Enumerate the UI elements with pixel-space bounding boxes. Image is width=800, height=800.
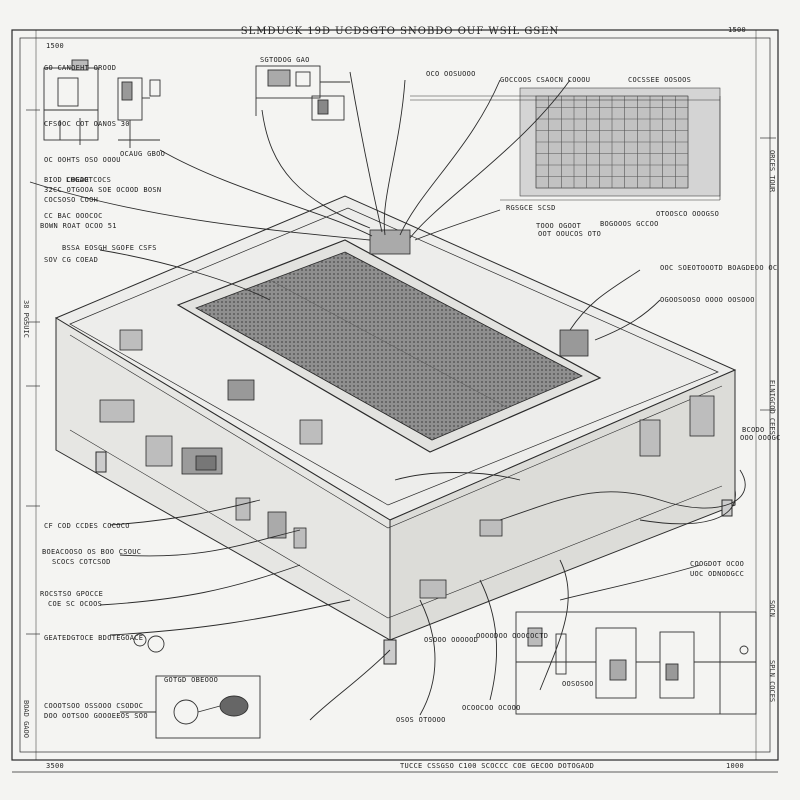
device-box-bottom-left <box>120 633 261 739</box>
label-right-3: COOGDOT OCOO <box>690 560 745 568</box>
label-right-5: UOC ODNODGCC <box>690 570 745 578</box>
label-top-6: BOGOOOS GCCOO <box>600 220 659 228</box>
label-left-8: CC BAC OOOCOC <box>44 212 103 220</box>
connector-block-top <box>255 65 350 121</box>
label-right-6: OTOOSCO OOOGSO <box>656 210 720 218</box>
label-left-7: COCSOSO COOH <box>44 196 99 204</box>
label-left-11: SOV CG COEAD <box>44 256 99 264</box>
label-left-4: OC OOHTS OSO OOOU <box>44 156 121 164</box>
corner-label-bottom-left: 3500 <box>46 762 65 770</box>
label-lower-left-9: DOO OOTSOO GOOOEEOS SOO <box>44 712 148 720</box>
label-left-5: BIOD COEDE <box>44 176 90 184</box>
label-right-4: BCODO <box>742 426 765 434</box>
label-left-2: CFSOOC COT OANOS 30 <box>44 120 130 128</box>
corner-label-top-left: 1500 <box>46 42 65 50</box>
label-lower-left-3: SCOCS COTCSOD <box>52 558 111 566</box>
schematic-top-left <box>43 59 161 148</box>
inner-border <box>19 37 771 753</box>
right-margin-text-4: SPLN COCES <box>768 660 776 703</box>
label-right-2: OGOOSOOSO OOOO OOSOOO <box>660 296 755 304</box>
label-right-8: OOT OOUCOS OTO <box>538 230 602 238</box>
label-lower-left-6: GEATEDGTOCE BDOTEGOACE <box>44 634 144 642</box>
label-left-13: LHGAOTCOCS <box>66 176 112 184</box>
mesh-plate <box>176 239 602 453</box>
outer-border <box>11 29 779 761</box>
sheet-title: SLMDUCK 19D UCDSGTO SNOBDO OUF WSIL GSEN <box>240 26 560 37</box>
internal-components <box>99 229 715 599</box>
grid-panel <box>410 87 721 201</box>
corner-label-bottom-right: 1000 <box>726 762 745 770</box>
wiring <box>29 71 746 721</box>
right-margin-text-2: ELNIGCOO CEES <box>768 380 776 435</box>
label-top-1: OCO OOSUOOO <box>426 70 476 78</box>
label-bottom-5: OOSOSOO <box>562 680 594 688</box>
label-top-4: RGSGCE SCSD <box>506 204 556 212</box>
label-bottom-1: OOOODOO OOOCOCTD <box>476 632 549 640</box>
left-margin-text-1: 38 PGSUIC <box>22 300 30 338</box>
schematic-bottom-right <box>515 611 757 715</box>
label-left-6: 32CC OTGOOA SOE OCOOD BOSN <box>44 186 162 194</box>
corner-label-top-right: 1500 <box>728 26 747 34</box>
label-bottom-3: OCOOCOO OCOOO <box>462 704 521 712</box>
left-margin-text-2: BOAD GAOO <box>22 700 30 738</box>
label-lower-left-8: COOOTSOO OSSOOO CSODOC <box>44 702 144 710</box>
label-top-2: GOCCOOS CSAOCN COOOU <box>500 76 591 84</box>
right-margin-text-1: ORCES TOUR <box>768 150 776 193</box>
label-lower-left-1: CF COD CCDES COCOCO <box>44 522 130 530</box>
right-margin-text-3: SOCN <box>768 600 776 617</box>
label-lower-left-5: COE SC OCOOS <box>48 600 103 608</box>
label-lower-left-4: ROCSTSO GPOCCE <box>40 590 104 598</box>
label-bottom-4: OSOS OTOOOO <box>396 716 446 724</box>
label-top-3: COCSSEE OOSOOS <box>628 76 692 84</box>
label-top-5: TOOO OGOOT <box>536 222 582 230</box>
label-lower-left-7: GOTGD OBEOOO <box>164 676 219 684</box>
label-left-10: BSSA EOSGH SGOFE CSFS <box>62 244 157 252</box>
label-bottom-2: OSOOO OOOOOD <box>424 636 479 644</box>
label-lower-left-2: BOEACOOSO OS BOO CSOUC <box>42 548 142 556</box>
label-left-9: BOWN ROAT OCOO 51 <box>40 222 117 230</box>
label-right-7: OOO OOOGC <box>740 434 781 442</box>
label-left-1: GO CANOEHT OROOD <box>44 64 117 72</box>
label-right-1: OOC SOEOTOOOTD BOAGDEOO OC <box>660 264 778 272</box>
label-left-3: OCAUG GBOO <box>120 150 166 158</box>
label-left-12: SGTODOG GAO <box>260 56 310 64</box>
sheet-footer: TUCCE CSSGSO C100 SCOCCC COE GECOO DOTOG… <box>400 762 595 770</box>
